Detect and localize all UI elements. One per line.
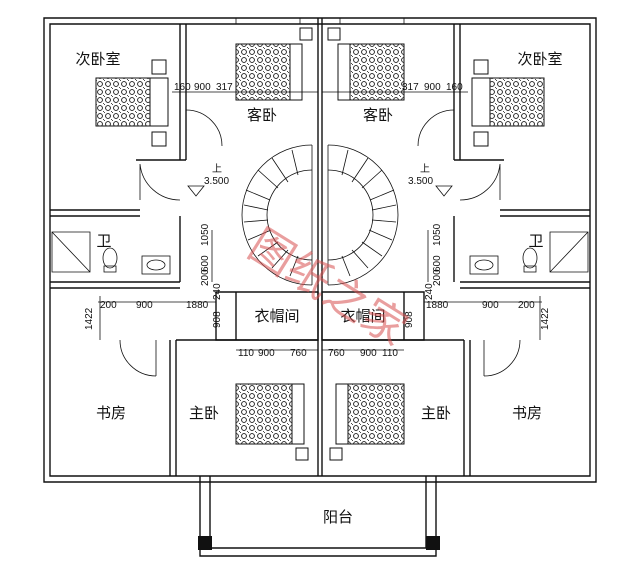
dim-text: 908 xyxy=(212,311,223,328)
room-label-master-bedroom-left: 主卧 xyxy=(189,404,219,422)
party-wall xyxy=(317,18,323,476)
dim-text: 760 xyxy=(290,348,307,359)
dim-text: 240 xyxy=(212,283,223,300)
room-label-guest-bedroom-right: 客卧 xyxy=(363,106,393,124)
dim-text: 1880 xyxy=(426,300,449,311)
dim-text: 908 xyxy=(404,311,415,328)
bed-guest-right xyxy=(327,27,405,101)
dim-text: 1050 xyxy=(432,223,443,246)
room-label-bathroom-left: 卫 xyxy=(96,232,111,250)
dim-text: 600 xyxy=(200,255,211,272)
dim-text: 900 xyxy=(136,300,153,311)
dim-text: 240 xyxy=(424,283,435,300)
door-swings xyxy=(119,109,521,377)
dim-text: 200 xyxy=(100,300,117,311)
dim-text: 160 xyxy=(174,82,191,93)
bed-secondary-right xyxy=(471,59,545,147)
bed-secondary-left xyxy=(95,59,169,147)
staircase-left xyxy=(241,144,313,286)
dim-text: 900 xyxy=(424,82,441,93)
dim-text: 1880 xyxy=(186,300,209,311)
room-label-closet-right: 衣帽间 xyxy=(340,307,385,325)
dim-text: 1050 xyxy=(200,223,211,246)
bathroom-fixtures-right xyxy=(469,231,589,275)
bed-master-right xyxy=(329,383,405,461)
dim-text: 110 xyxy=(238,348,254,359)
room-label-bathroom-right: 卫 xyxy=(528,232,543,250)
dim-text: 600 xyxy=(432,255,443,272)
room-label-study-right: 书房 xyxy=(512,404,542,422)
stair-up-left: 上 xyxy=(212,163,222,175)
room-label-master-bedroom-right: 主卧 xyxy=(421,404,451,422)
stair-height-left: 3.500 xyxy=(204,176,229,187)
bathroom-fixtures-left xyxy=(51,231,171,275)
dim-text: 160 xyxy=(446,82,463,93)
room-label-closet-left: 衣帽间 xyxy=(254,307,299,325)
dim-text: 900 xyxy=(360,348,377,359)
room-label-study-left: 书房 xyxy=(96,404,126,422)
dim-text: 317 xyxy=(216,82,233,93)
room-label-balcony: 阳台 xyxy=(323,508,353,526)
room-label-secondary-bedroom-right: 次卧室 xyxy=(517,50,562,68)
dim-text: 200 xyxy=(200,269,211,286)
dim-text: 200 xyxy=(432,269,443,286)
room-label-guest-bedroom-left: 客卧 xyxy=(247,106,277,124)
balcony xyxy=(198,476,440,557)
stair-height-right: 3.500 xyxy=(408,176,433,187)
dim-text: 900 xyxy=(194,82,211,93)
dim-text: 1422 xyxy=(84,307,95,330)
dim-text: 200 xyxy=(518,300,535,311)
stair-up-right: 上 xyxy=(420,163,430,175)
dim-text: 760 xyxy=(328,348,345,359)
bed-master-left xyxy=(235,383,309,461)
bed-guest-left xyxy=(235,27,313,101)
room-label-secondary-bedroom-left: 次卧室 xyxy=(75,50,120,68)
dim-text: 900 xyxy=(482,300,499,311)
dim-text: 1422 xyxy=(540,307,551,330)
dim-text: 110 xyxy=(382,348,398,359)
staircase-right xyxy=(327,144,399,286)
dim-text: 317 xyxy=(402,82,419,93)
dimension-lines xyxy=(98,91,542,351)
dim-text: 900 xyxy=(258,348,275,359)
